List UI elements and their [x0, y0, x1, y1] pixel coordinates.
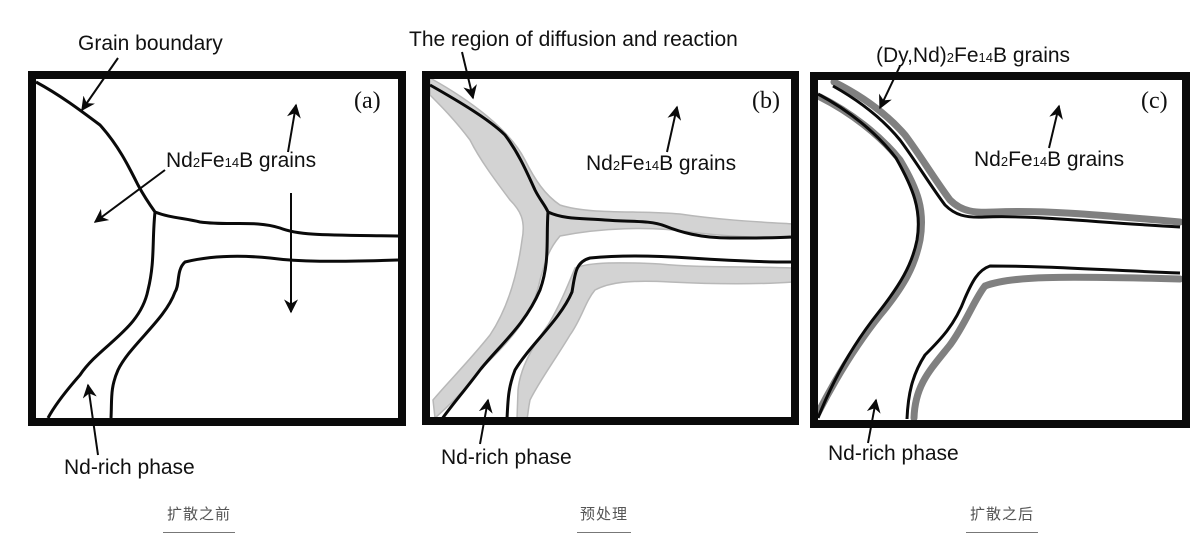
- grain-boundary-label: Grain boundary: [78, 32, 223, 55]
- panel-c-frame: [810, 72, 1190, 428]
- panel-b-grains-arrow: [666, 105, 682, 153]
- panel-c-nd-rich-label: Nd-rich phase: [828, 442, 959, 465]
- caption-after-diffusion: 扩散之后: [966, 503, 1038, 533]
- dy-shell-arrow: [879, 65, 901, 110]
- panel-a-grains-label: Nd2Fe14B grains: [166, 149, 316, 172]
- panel-b: (b) The region of diffusion and reaction…: [409, 28, 799, 469]
- panel-c-grains-label: Nd2Fe14B grains: [974, 148, 1124, 171]
- panel-b-frame: [422, 71, 799, 425]
- panel-c-nd-rich-arrow: [866, 398, 881, 444]
- panel-c-boundary-left: [816, 92, 920, 419]
- grain-boundary-arrow: [81, 57, 119, 112]
- panel-a: (a) Grain boundary Nd2Fe14B grains Nd-ri…: [28, 32, 406, 479]
- grains-arrow-left: [93, 169, 166, 223]
- diffusion-region-label: The region of diffusion and reaction: [409, 28, 738, 51]
- grains-arrow-up: [286, 103, 301, 153]
- panel-b-nd-rich-arrow: [478, 398, 493, 445]
- panel-a-tag: (a): [354, 88, 381, 114]
- panel-a-boundary-upper: [35, 80, 399, 238]
- panel-c-boundary-lower: [905, 264, 1181, 420]
- panel-a-frame: [28, 71, 406, 426]
- panel-b-boundary-upper: [429, 83, 792, 240]
- dy-grains-label: (Dy,Nd)2Fe14B grains: [876, 44, 1070, 67]
- panel-a-boundary-lower: [109, 254, 399, 419]
- panel-c-boundary-upper: [832, 84, 1181, 229]
- panel-a-nd-rich-label: Nd-rich phase: [64, 456, 195, 479]
- panel-b-boundary-left: [440, 211, 550, 420]
- panel-a-boundary-left: [46, 211, 157, 419]
- diffusion-region-arrow: [461, 51, 477, 100]
- panel-b-nd-rich-label: Nd-rich phase: [441, 446, 572, 469]
- panel-b-boundary-lower: [505, 254, 792, 420]
- panel-c-grains-arrow: [1048, 104, 1063, 149]
- panel-c-tag: (c): [1141, 88, 1168, 114]
- nd-rich-arrow: [82, 383, 99, 456]
- panel-b-grains-label: Nd2Fe14B grains: [586, 152, 736, 175]
- panel-c: (c) (Dy,Nd)2Fe14B grains Nd2Fe14B grains…: [810, 44, 1190, 465]
- caption-before-diffusion: 扩散之前: [163, 503, 235, 533]
- caption-pretreatment: 预处理: [577, 503, 631, 533]
- diffusion-region: [429, 76, 794, 420]
- panel-b-tag: (b): [752, 88, 780, 114]
